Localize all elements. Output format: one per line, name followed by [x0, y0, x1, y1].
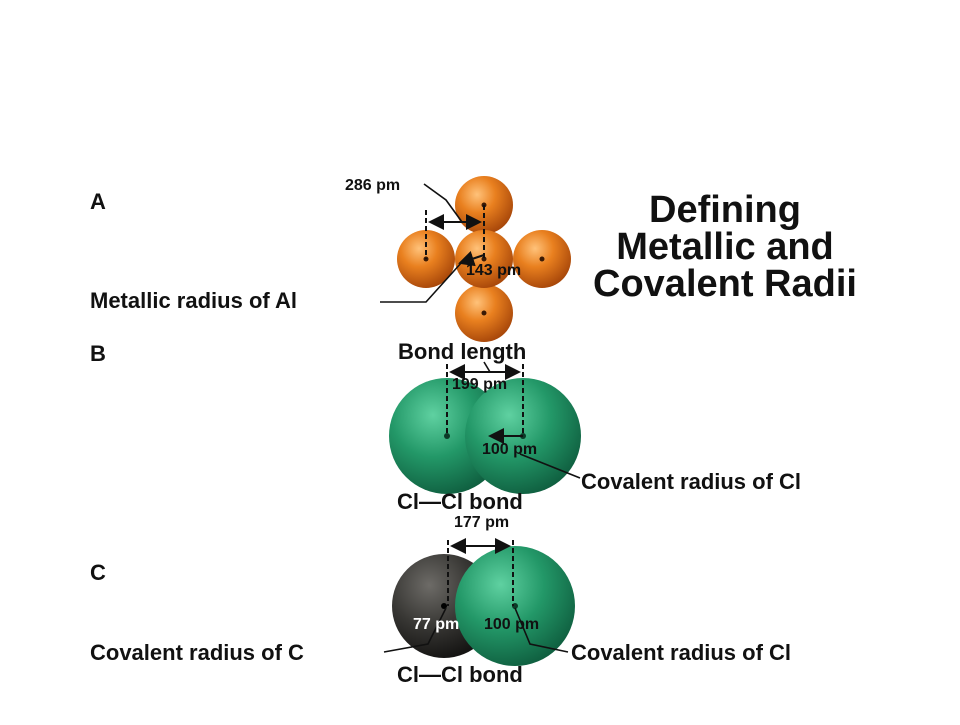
label-metallic-radius-al: Metallic radius of Al: [90, 288, 298, 313]
title-line-1: Defining: [649, 189, 801, 231]
title-line-2: Metallic and: [616, 226, 834, 268]
label-covalent-radius-c: Covalent radius of C: [90, 640, 304, 665]
label-covalent-radius-cl-b: Covalent radius of Cl: [581, 469, 802, 494]
aluminum-lattice: [380, 176, 571, 342]
label-covalent-radius-cl-c: Covalent radius of Cl: [571, 640, 792, 665]
label-177-pm: 177 pm: [454, 514, 510, 531]
label-199-pm: 199 pm: [452, 376, 508, 393]
label-77-pm: 77 pm: [413, 616, 460, 633]
panel-letter-a: A: [90, 189, 106, 214]
label-bond-length: Bond length: [398, 339, 527, 364]
title-line-3: Covalent Radii: [593, 263, 857, 305]
cl2-molecule: [389, 361, 581, 494]
label-cl-cl-bond-c: Cl—Cl bond: [397, 662, 523, 687]
distance-arrow-143: [458, 250, 485, 267]
label-cl-cl-bond-b: Cl—Cl bond: [397, 489, 523, 514]
ccl-molecule: [383, 538, 575, 666]
label-100-pm-c: 100 pm: [484, 616, 540, 633]
panel-letter-b: B: [90, 341, 106, 366]
label-100-pm-b: 100 pm: [482, 441, 538, 458]
label-143-pm: 143 pm: [466, 262, 522, 279]
panel-letter-c: C: [90, 560, 106, 585]
label-286-pm: 286 pm: [345, 177, 401, 194]
diagram-title: Defining Metallic and Covalent Radii: [560, 189, 890, 305]
